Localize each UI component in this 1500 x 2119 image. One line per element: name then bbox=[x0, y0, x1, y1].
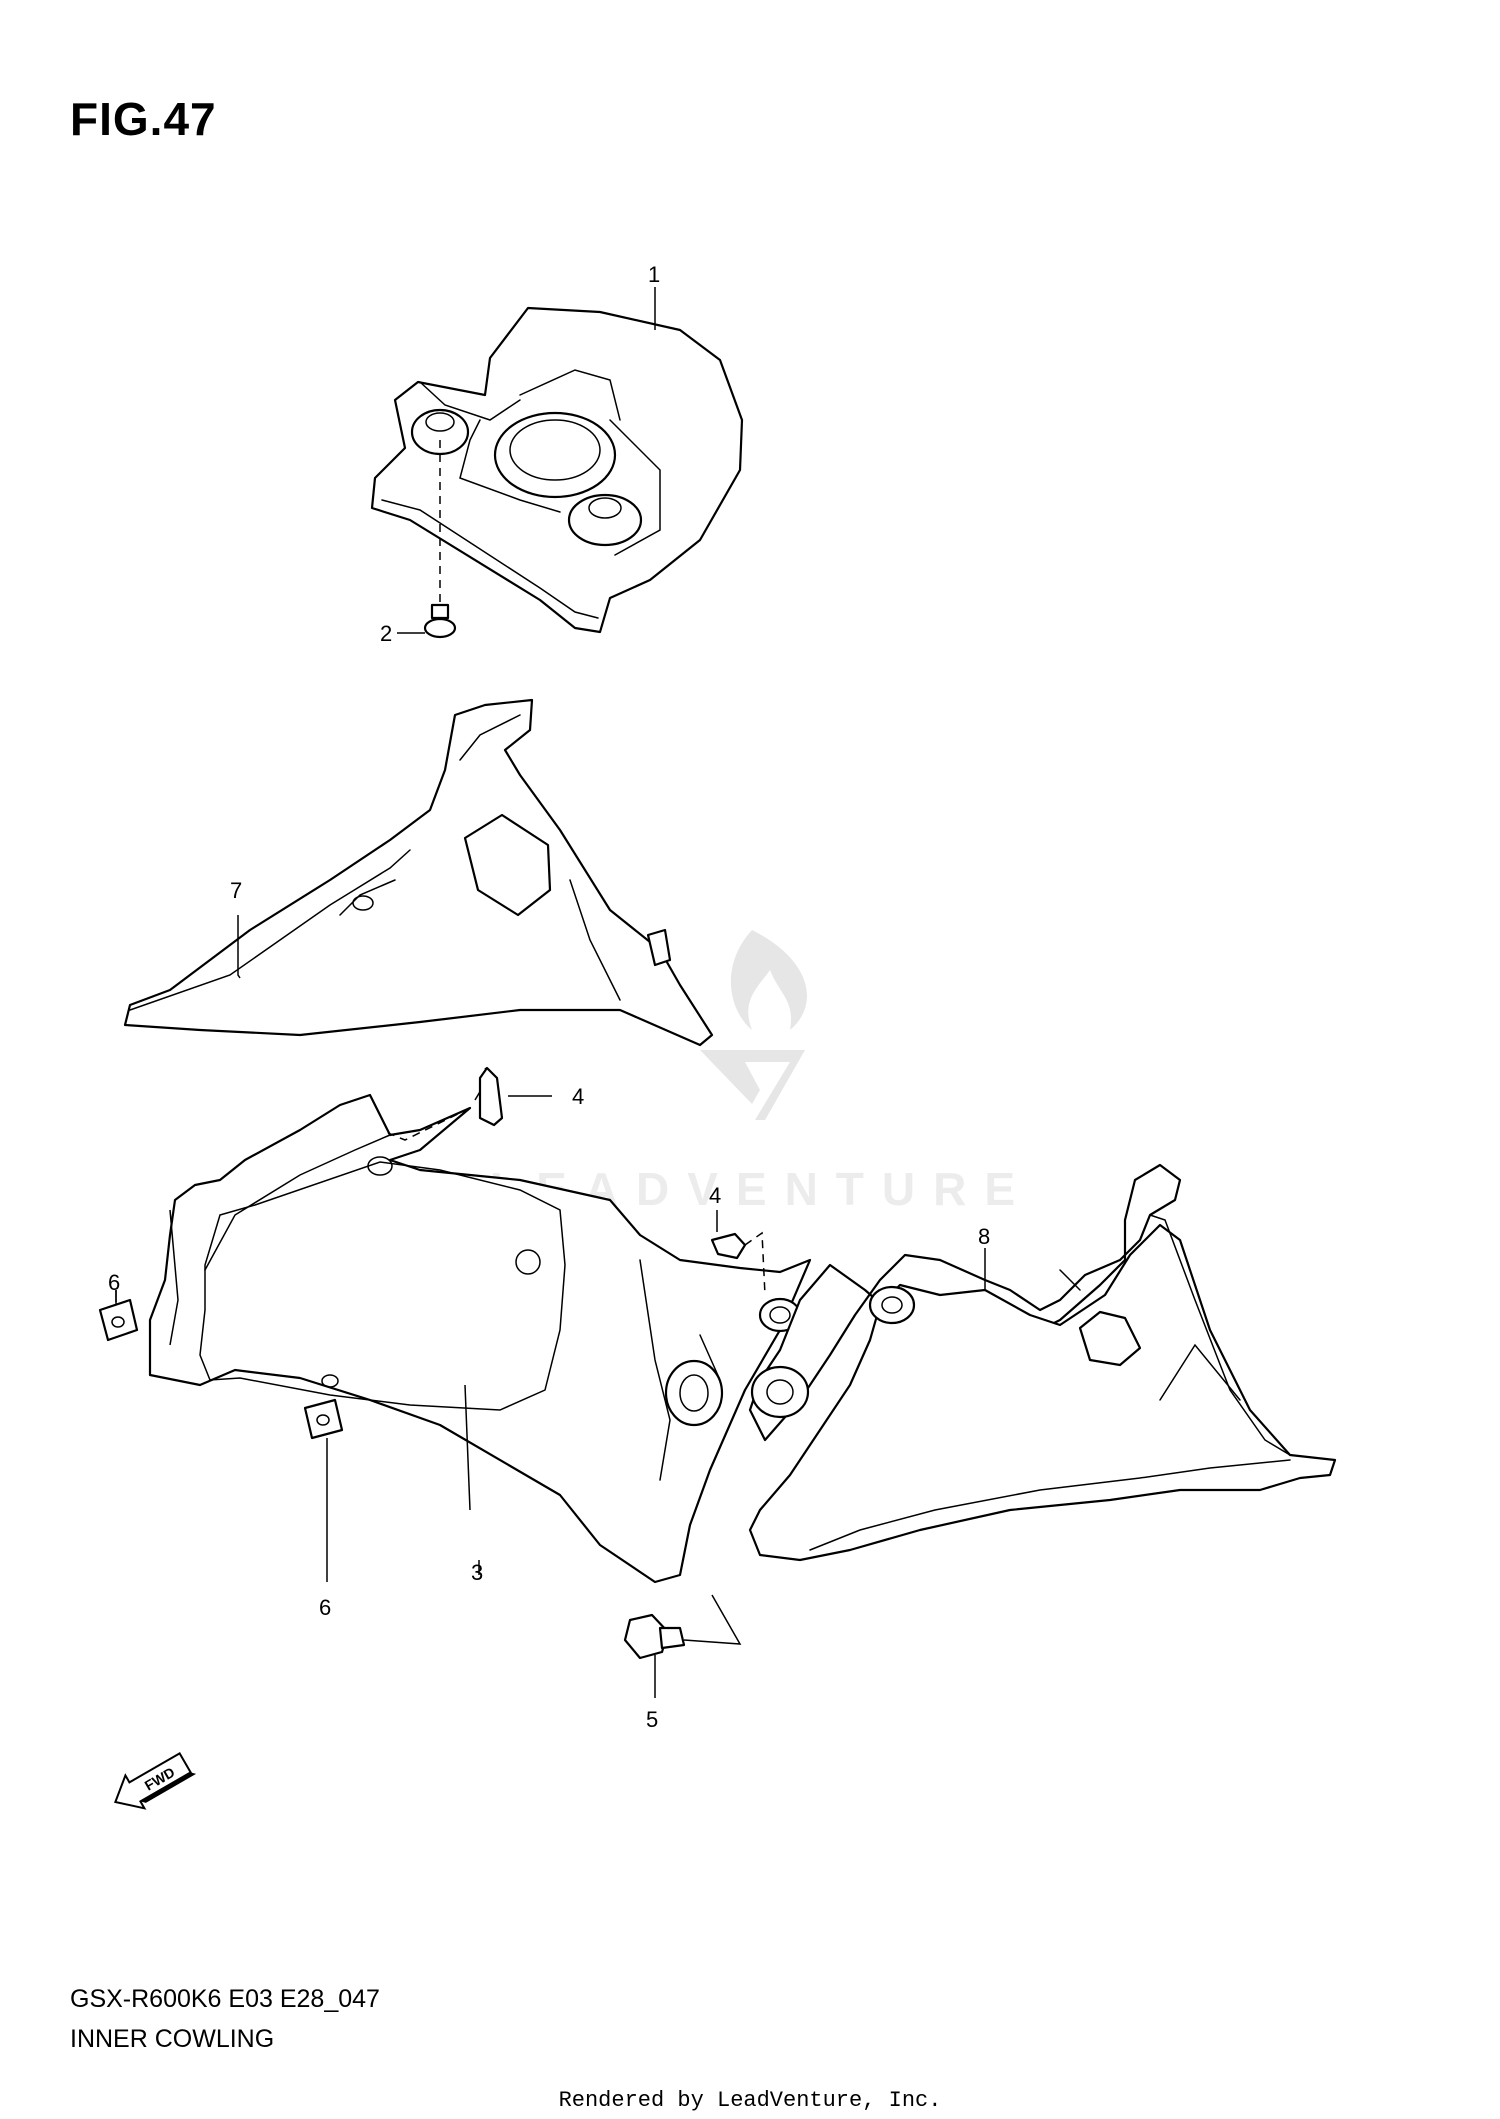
callout-4-upper: 4 bbox=[572, 1084, 584, 1109]
v-logo-icon bbox=[700, 1050, 805, 1120]
part-7-inner-panel bbox=[123, 698, 714, 1047]
flame-logo-icon bbox=[730, 930, 807, 1030]
part-6-nut-bottom bbox=[303, 1398, 344, 1582]
part-2-bolt bbox=[397, 603, 457, 639]
leader-7 bbox=[237, 915, 241, 979]
callout-4-middle: 4 bbox=[709, 1183, 721, 1208]
part-1-cover bbox=[370, 306, 744, 634]
callout-6-bottom: 6 bbox=[319, 1595, 331, 1620]
callout-7: 7 bbox=[230, 878, 242, 903]
rendered-by-credit: Rendered by LeadVenture, Inc. bbox=[558, 2088, 942, 2113]
part-6-nut-left bbox=[98, 1290, 139, 1342]
callout-6-left: 6 bbox=[108, 1270, 120, 1295]
figure-title: FIG.47 bbox=[70, 93, 217, 145]
part-3-inner-cowling bbox=[148, 1067, 812, 1584]
callout-5: 5 bbox=[646, 1707, 658, 1732]
part-4-clip-middle bbox=[710, 1210, 766, 1296]
fwd-arrow-icon: FWD bbox=[114, 1751, 197, 1810]
callout-3: 3 bbox=[471, 1560, 483, 1585]
callout-2: 2 bbox=[380, 621, 392, 646]
section-name: INNER COWLING bbox=[70, 2025, 275, 2053]
part-4-clip-upper bbox=[478, 1066, 552, 1127]
model-code: GSX-R600K6 E03 E28_047 bbox=[70, 1985, 380, 2013]
callout-8: 8 bbox=[978, 1224, 990, 1249]
part-8-inner-cowling bbox=[748, 1163, 1337, 1562]
callout-1: 1 bbox=[648, 262, 660, 287]
part-5-clip bbox=[623, 1594, 742, 1698]
